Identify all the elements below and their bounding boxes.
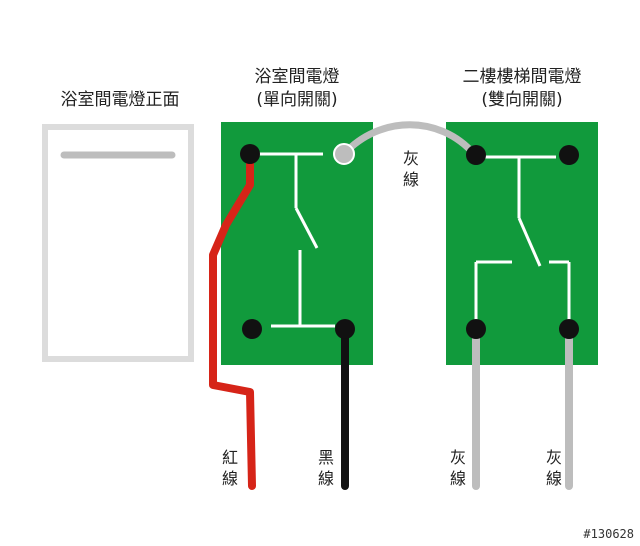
- terminal-two-way-top-left: [466, 145, 486, 165]
- single-switch-subtitle: (單向開關): [256, 90, 338, 110]
- terminal-two-way-bottom-left: [466, 319, 486, 339]
- front-panel-title: 浴室間電燈正面: [60, 90, 180, 110]
- gray-wire-right-label: 灰線: [545, 448, 562, 488]
- two-way-switch-title: 二樓樓梯間電燈: [462, 67, 582, 87]
- terminal-single-gray: [333, 143, 355, 165]
- switch-plate-front: [42, 124, 194, 362]
- terminal-single-bottom-left: [242, 319, 262, 339]
- red-wire-label: 紅線: [221, 448, 238, 488]
- gray-wire-left-label: 灰線: [449, 448, 466, 488]
- black-wire-label: 黑線: [317, 448, 334, 488]
- two-way-switch-subtitle: (雙向開關): [481, 90, 563, 110]
- watermark: #130628: [583, 527, 634, 541]
- single-switch-contacts: [256, 152, 335, 328]
- gray-wire-top: [340, 121, 478, 158]
- red-wire: [209, 150, 256, 490]
- terminal-single-top: [240, 144, 260, 164]
- terminal-two-way-bottom-right: [559, 319, 579, 339]
- two-way-switch-contacts: [474, 155, 571, 326]
- gray-wire-top-label: 灰線: [402, 149, 419, 189]
- terminal-two-way-top-right: [559, 145, 579, 165]
- single-switch-title: 浴室間電燈: [254, 67, 340, 87]
- terminal-single-bottom-right: [335, 319, 355, 339]
